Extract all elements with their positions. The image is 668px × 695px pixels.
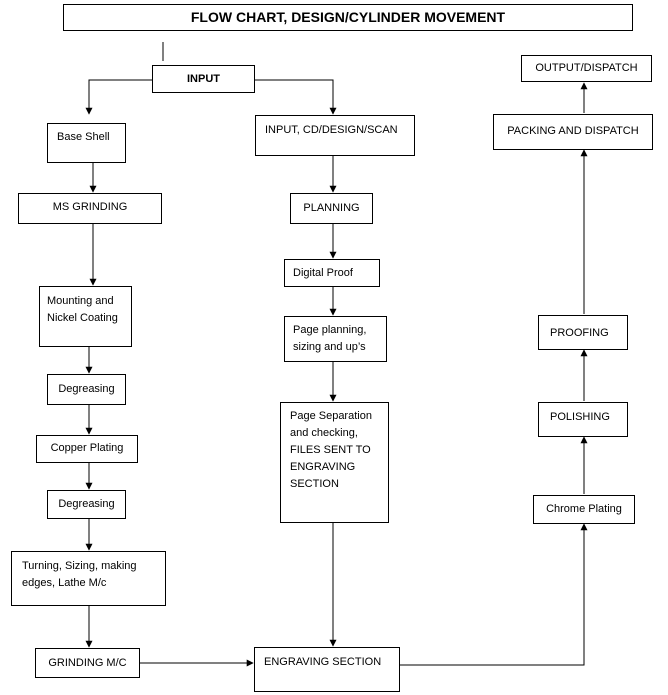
node-degreasing-2-label: Degreasing <box>58 498 115 510</box>
node-packing-label: PACKING AND DISPATCH <box>507 125 639 137</box>
node-grinding-mc-label: GRINDING M/C <box>48 657 127 669</box>
node-ms-grinding-label: MS GRINDING <box>52 201 128 213</box>
node-chrome-plating: Chrome Plating <box>533 495 635 524</box>
node-page-separation-label: Page Separation and checking, FILES SENT… <box>290 410 372 490</box>
node-base-shell: Base Shell <box>47 123 126 163</box>
node-ms-grinding: MS GRINDING <box>18 193 162 224</box>
node-input: INPUT <box>152 65 255 93</box>
flowchart-title-text: FLOW CHART, DESIGN/CYLINDER MOVEMENT <box>190 9 506 25</box>
node-output-label: OUTPUT/DISPATCH <box>535 62 638 74</box>
node-turning-label: Turning, Sizing, making edges, Lathe M/c <box>22 560 137 589</box>
node-polishing-label: POLISHING <box>550 411 610 423</box>
node-output: OUTPUT/DISPATCH <box>521 55 652 82</box>
node-grinding-mc: GRINDING M/C <box>35 648 140 678</box>
node-engraving-label: ENGRAVING SECTION <box>264 656 382 668</box>
node-packing: PACKING AND DISPATCH <box>493 114 653 150</box>
node-input-label: INPUT <box>187 73 220 85</box>
arrow-input-to-base-shell <box>85 79 152 115</box>
node-copper-plating: Copper Plating <box>36 435 138 463</box>
node-page-planning-label: Page planning, sizing and up’s <box>293 324 367 353</box>
node-turning: Turning, Sizing, making edges, Lathe M/c <box>11 551 166 606</box>
node-page-separation: Page Separation and checking, FILES SENT… <box>280 402 389 523</box>
node-mounting: Mounting and Nickel Coating <box>39 286 132 347</box>
node-base-shell-label: Base Shell <box>57 131 110 143</box>
node-digital-proof-label: Digital Proof <box>293 267 353 279</box>
node-input-cd: INPUT, CD/DESIGN/SCAN <box>255 115 415 156</box>
node-mounting-label: Mounting and Nickel Coating <box>47 295 118 324</box>
arrow-engraving-to-chrome-plating <box>400 523 588 666</box>
node-engraving: ENGRAVING SECTION <box>254 647 400 692</box>
node-chrome-plating-label: Chrome Plating <box>546 503 622 515</box>
flowchart-title: FLOW CHART, DESIGN/CYLINDER MOVEMENT <box>63 4 633 31</box>
node-polishing: POLISHING <box>538 402 628 437</box>
node-planning-label: PLANNING <box>303 202 360 214</box>
node-degreasing-1: Degreasing <box>47 374 126 405</box>
node-planning: PLANNING <box>290 193 373 224</box>
node-proofing: PROOFING <box>538 315 628 350</box>
node-input-cd-label: INPUT, CD/DESIGN/SCAN <box>265 124 398 136</box>
node-proofing-label: PROOFING <box>550 327 609 339</box>
node-degreasing-1-label: Degreasing <box>58 383 115 395</box>
arrow-input-to-input-cd <box>255 79 337 115</box>
node-digital-proof: Digital Proof <box>284 259 380 287</box>
node-degreasing-2: Degreasing <box>47 490 126 519</box>
node-copper-plating-label: Copper Plating <box>50 442 124 454</box>
node-page-planning: Page planning, sizing and up’s <box>284 316 387 362</box>
